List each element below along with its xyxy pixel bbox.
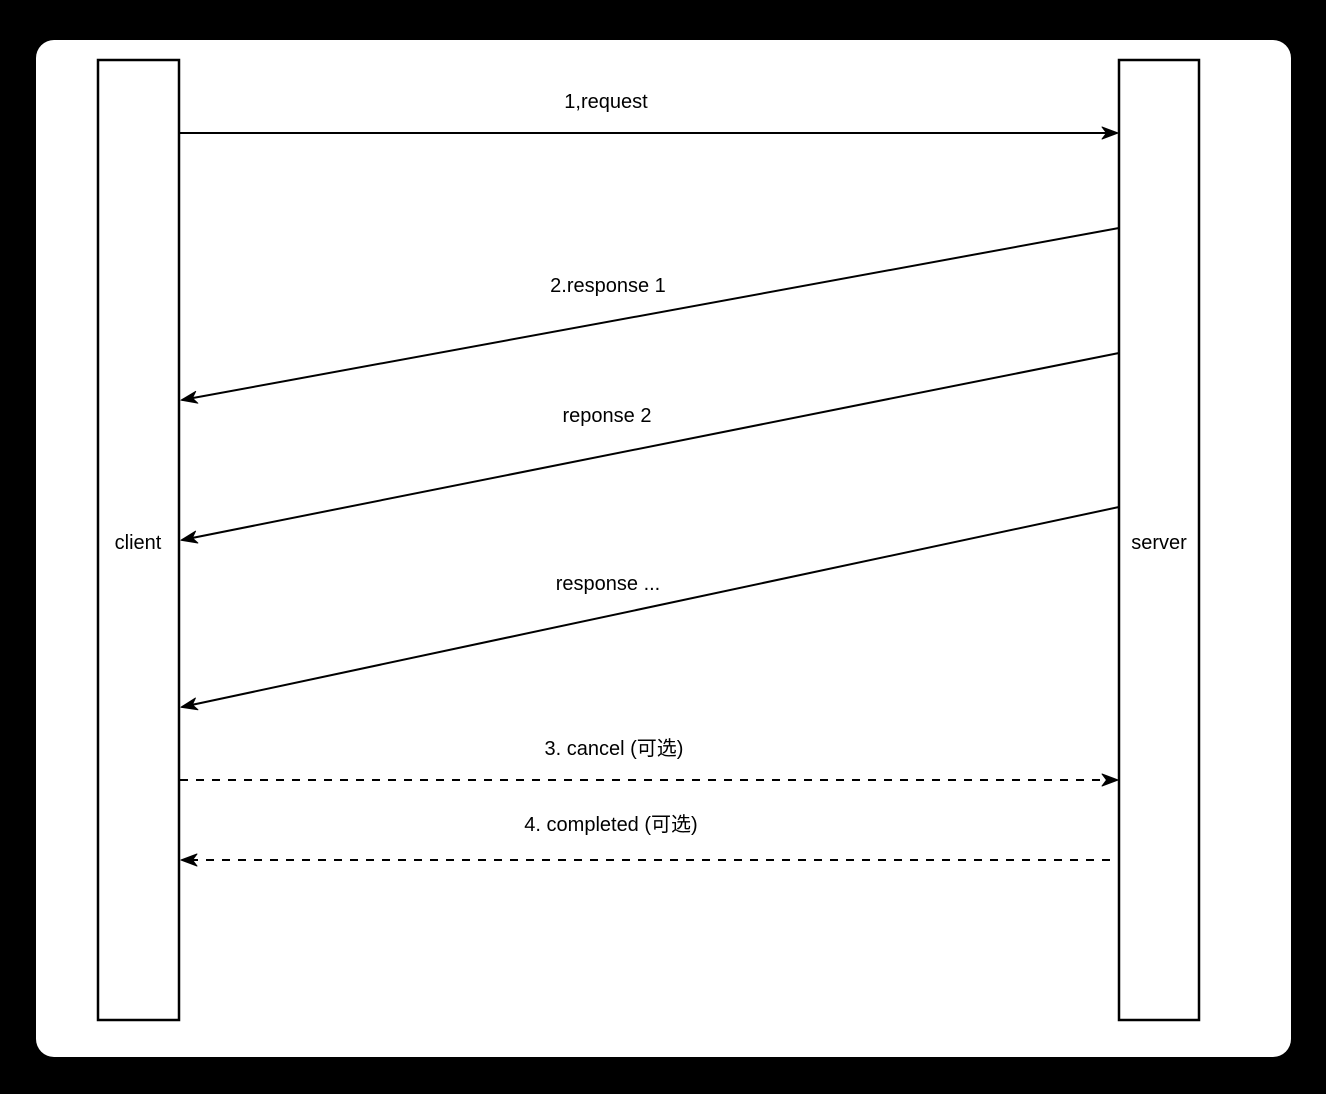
message-line-response-1 — [180, 227, 1120, 404]
client-lifeline-box — [96, 58, 181, 1022]
sequence-diagram-svg: client server 1,request 2.response 1 rep… — [96, 58, 1201, 1022]
server-lifeline-box — [1117, 58, 1201, 1022]
message-line-response-2 — [180, 352, 1120, 544]
message-label-completed: 4. completed (可选) — [524, 813, 697, 836]
message-label-response-1: 2.response 1 — [550, 275, 666, 297]
message-label-response-more: response ... — [556, 573, 661, 595]
message-line-response-more — [180, 506, 1120, 711]
server-lifeline-label: server — [1131, 532, 1187, 554]
message-label-cancel: 3. cancel (可选) — [545, 737, 684, 760]
client-lifeline-label: client — [115, 532, 162, 554]
message-label-request: 1,request — [564, 91, 648, 113]
diagram-canvas: client server 1,request 2.response 1 rep… — [36, 40, 1291, 1057]
message-label-response-2: reponse 2 — [563, 405, 652, 427]
